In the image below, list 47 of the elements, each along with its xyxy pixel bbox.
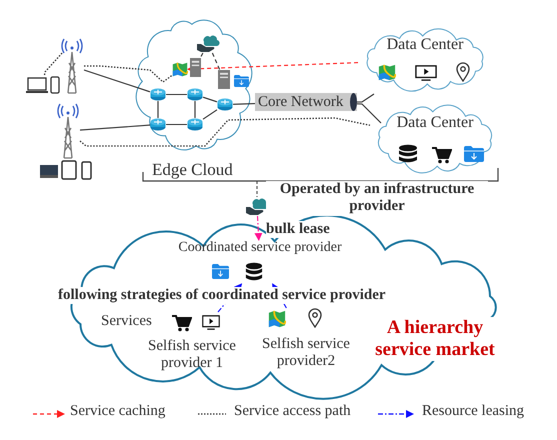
network-box (255, 93, 357, 111)
arrow (272, 283, 287, 308)
antenna-tower-icon (60, 38, 84, 94)
connector-line (357, 94, 374, 103)
router-icon (150, 88, 166, 101)
arrow (218, 283, 242, 312)
arrow (187, 62, 358, 73)
connector-line (200, 52, 204, 58)
connector-line (80, 124, 150, 131)
router-icon (150, 118, 166, 131)
arrow (254, 216, 262, 241)
connector-line (202, 96, 218, 102)
cloud-title: Data Center (386, 36, 464, 54)
hand-cloud-icon (196, 33, 220, 53)
connector-line (84, 69, 150, 92)
legend-label: Service access path (234, 403, 351, 420)
legend-label: Resource leasing (422, 403, 524, 420)
server-icon (218, 70, 230, 89)
node-label: Selfish service provider 1 (147, 338, 237, 372)
router-icon (187, 88, 203, 101)
text-label: following strategies of coordinated service provider (58, 287, 386, 304)
laptop-phone-icon (26, 75, 60, 95)
connector-line (356, 103, 382, 124)
cloud-title: Data Center (396, 114, 474, 132)
node-label: Coordinated service provider (177, 240, 343, 256)
antenna-tower-icon (56, 103, 80, 159)
hand-cloud-icon (245, 196, 269, 216)
legend-label: Service caching (70, 403, 166, 420)
node-label: Core Network (258, 93, 344, 111)
connector-line (194, 101, 196, 118)
map-icon (172, 62, 188, 77)
text-label: Edge Cloud (152, 160, 233, 180)
edge-label: bulk lease (266, 221, 330, 238)
connector-line (212, 52, 220, 70)
text-label: Operated by an infrastructure provider (266, 181, 488, 216)
connector-line (44, 51, 64, 76)
connector-line (202, 109, 218, 120)
connector-line (157, 101, 159, 118)
router-icon (187, 118, 203, 131)
connector-line (80, 117, 370, 147)
server-icon (190, 58, 201, 77)
connector-line (166, 124, 187, 126)
connector-line (232, 103, 256, 105)
node-label: Selfish service provider2 (261, 336, 351, 370)
connector-line (84, 65, 172, 83)
router-icon (217, 98, 233, 111)
connector-line (166, 94, 187, 96)
